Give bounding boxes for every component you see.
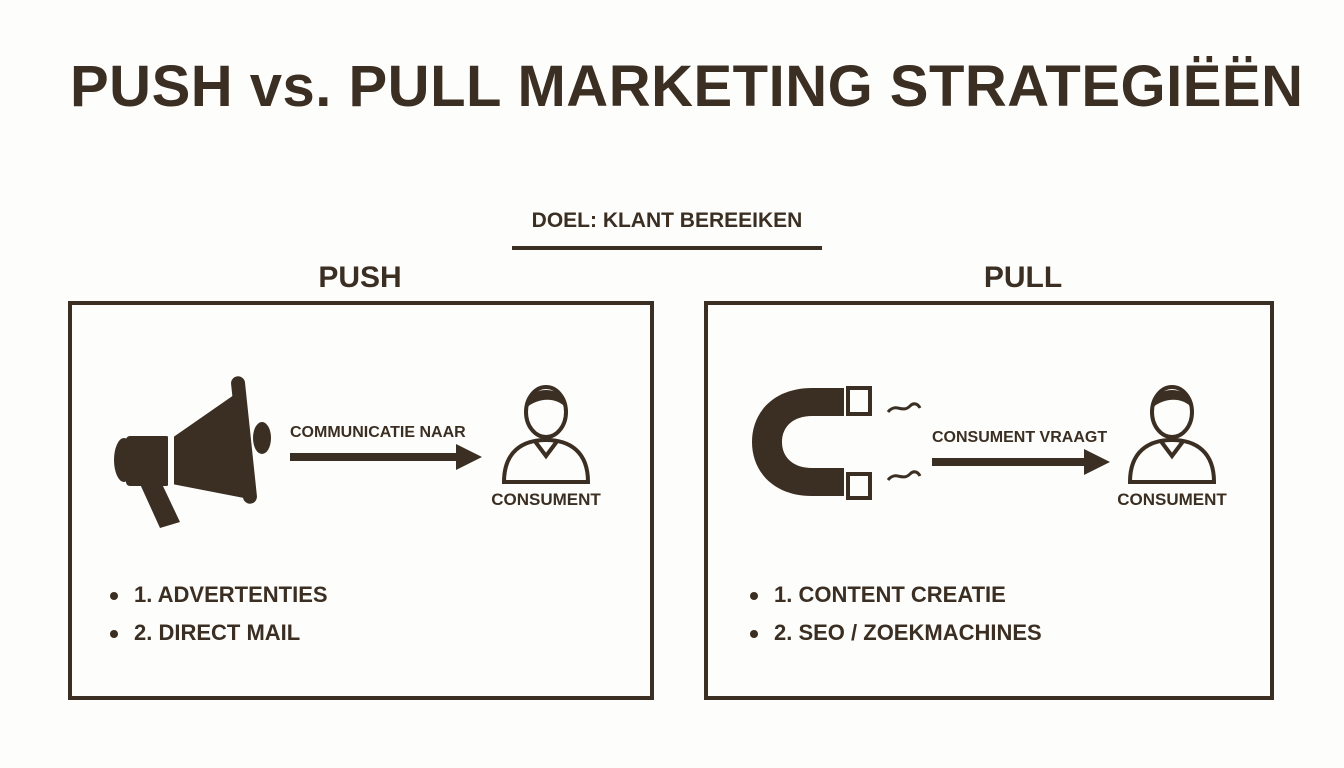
pull-heading: PULL xyxy=(983,261,1063,294)
pull-consumer-label: CONSUMENT xyxy=(1117,490,1227,509)
push-arrow-icon xyxy=(290,444,482,470)
goal-underline xyxy=(512,246,822,250)
page-title: PUSH vs. PULL MARKETING STRATEGIËËN xyxy=(70,54,1304,119)
push-consumer-icon xyxy=(501,385,591,484)
push-flow-label: COMMUNICATIE NAAR xyxy=(290,424,466,441)
pull-flow-label: CONSUMENT VRAAGT xyxy=(932,429,1108,446)
pull-panel xyxy=(704,301,1274,700)
goal-label: DOEL: KLANT BEREEIKEN xyxy=(531,209,803,232)
magnet-icon xyxy=(752,386,922,500)
push-panel xyxy=(68,301,654,700)
push-list: 1. ADVERTENTIES 2. DIRECT MAIL xyxy=(110,576,328,652)
list-item: 2. SEO / ZOEKMACHINES xyxy=(750,614,1042,652)
push-consumer-label: CONSUMENT xyxy=(491,490,601,509)
pull-list: 1. CONTENT CREATIE 2. SEO / ZOEKMACHINES xyxy=(750,576,1042,652)
push-heading: PUSH xyxy=(318,261,402,294)
list-item: 1. CONTENT CREATIE xyxy=(750,576,1042,614)
pull-consumer-icon xyxy=(1127,385,1217,484)
megaphone-icon xyxy=(114,376,271,528)
pull-arrow-icon xyxy=(932,449,1110,475)
list-item: 2. DIRECT MAIL xyxy=(110,614,328,652)
list-item: 1. ADVERTENTIES xyxy=(110,576,328,614)
